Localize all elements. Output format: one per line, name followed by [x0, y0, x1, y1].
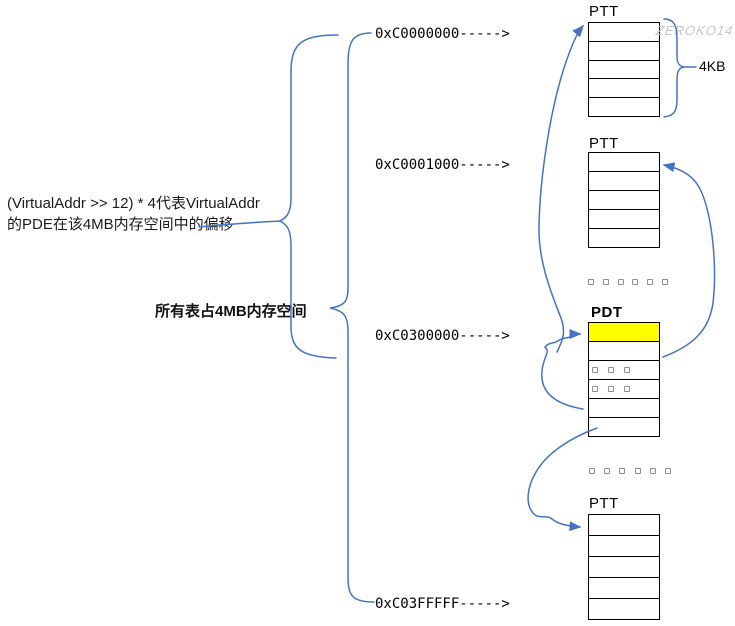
formula-note-line1: (VirtualAddr >> 12) * 4代表VirtualAddr	[7, 195, 260, 212]
ptt-second-row-1	[589, 171, 659, 190]
address-0xC0000000: 0xC0000000----->	[375, 26, 510, 42]
ptt-top-row-0	[589, 23, 659, 41]
ptt-top-row-4	[589, 97, 659, 116]
ptt-top-row-3	[589, 78, 659, 98]
pdt-row-0	[589, 323, 659, 341]
size-4kb-label: 4KB	[699, 58, 726, 74]
arrow-self-loop-to-pdt	[541, 329, 584, 410]
pdt-table	[588, 322, 660, 437]
ptt-bottom-row-2	[589, 556, 659, 577]
ptt-top-row-2	[589, 59, 659, 79]
ptt-second-row-4	[589, 228, 659, 247]
ptt-bottom-row-3	[589, 577, 659, 598]
address-0xC03FFFFF: 0xC03FFFFF----->	[375, 596, 510, 612]
address-0xC0001000: 0xC0001000----->	[375, 157, 510, 173]
ptt-second-row-2	[589, 190, 659, 209]
ptt-bottom-table	[588, 514, 660, 620]
ellipsis-row-lower	[589, 468, 671, 474]
memory-span-note: 所有表占4MB内存空间	[155, 303, 307, 320]
ellipsis-dots	[589, 367, 630, 373]
ptt-bottom-label: PTT	[589, 495, 619, 512]
ptt-second-table	[588, 152, 660, 248]
pdt-label: PDT	[591, 304, 623, 321]
ellipsis-row-upper	[588, 279, 668, 285]
ellipsis-dots	[589, 386, 630, 392]
pdt-row-1	[589, 341, 659, 360]
watermark-text: ZEROKO14	[654, 23, 735, 38]
arrow-pdt-to-ptt-top	[538, 24, 584, 353]
arrow-pdt-to-ptt-bottom	[527, 427, 598, 532]
arrow-pdt-to-ptt-second	[662, 162, 716, 358]
pdt-row-3	[589, 379, 659, 398]
pdt-row-5	[589, 417, 659, 436]
formula-note: (VirtualAddr >> 12) * 4代表VirtualAddr 的PD…	[7, 193, 260, 235]
ptt-second-row-3	[589, 209, 659, 228]
ptt-bottom-row-1	[589, 535, 659, 556]
ptt-second-label: PTT	[589, 135, 619, 152]
address-0xC0300000: 0xC0300000----->	[375, 328, 510, 344]
ptt-top-label: PTT	[589, 3, 619, 20]
pdt-row-4	[589, 398, 659, 417]
ptt-bottom-row-0	[589, 515, 659, 535]
pdt-row-2	[589, 360, 659, 379]
ptt-top-table	[588, 22, 660, 117]
ptt-top-row-1	[589, 40, 659, 60]
ptt-bottom-row-4	[589, 598, 659, 619]
outer-brace	[329, 32, 375, 603]
formula-note-line2: 的PDE在该4MB内存空间中的偏移	[7, 216, 234, 233]
ptt-second-row-0	[589, 153, 659, 171]
